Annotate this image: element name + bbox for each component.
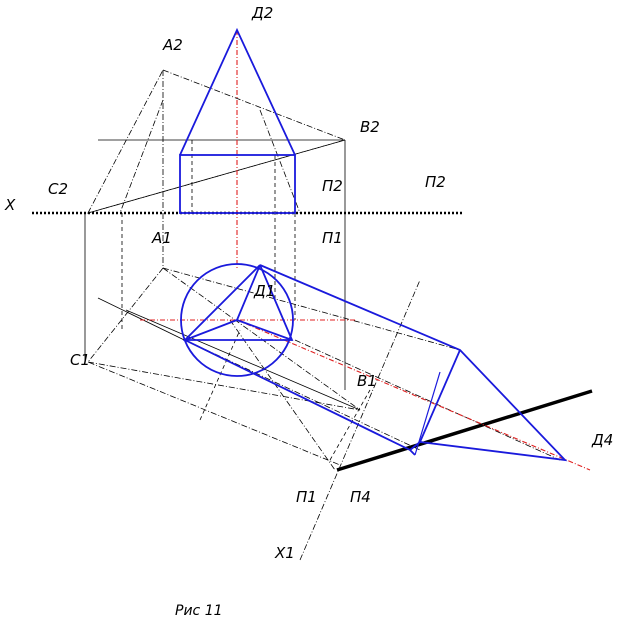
a1-b1-line xyxy=(162,267,361,411)
h-ray-8 xyxy=(329,389,371,461)
x1-axis-line xyxy=(299,279,421,561)
pyramid-top-edge-3 xyxy=(236,319,293,341)
label-p2-right: П2 xyxy=(425,173,446,191)
label-c2: C2 xyxy=(48,180,68,198)
pyramid-top-circle xyxy=(180,263,294,377)
diag-line-2 xyxy=(259,109,301,214)
c1-b1-line xyxy=(87,361,361,411)
pyramid-aux-outline xyxy=(184,339,416,456)
label-d1: Д1 xyxy=(253,282,275,300)
figure-caption: Рис 11 xyxy=(175,603,223,619)
triangle-a1b1c1 xyxy=(87,267,341,466)
h-ray-3 xyxy=(184,339,421,451)
label-b1: B1 xyxy=(357,372,377,390)
h-ray-2 xyxy=(125,309,361,411)
label-a1: A1 xyxy=(151,229,172,247)
label-p2-left: П2 xyxy=(322,177,343,195)
label-d2: Д2 xyxy=(251,4,273,22)
label-x: X xyxy=(4,196,16,214)
pyramid-front-base xyxy=(179,154,296,214)
diag-line-1 xyxy=(119,99,164,214)
p4-trace-line xyxy=(336,389,593,472)
label-p1-bottom: П1 xyxy=(296,488,317,506)
label-p1-top: П1 xyxy=(322,229,343,247)
h-ray-6 xyxy=(229,319,336,471)
pyramid-top-edge-2 xyxy=(184,319,238,341)
h-ray-7 xyxy=(199,329,241,421)
label-x1: X1 xyxy=(274,544,295,562)
triangle-a2b2c2 xyxy=(87,69,347,214)
pyramid-aux-body xyxy=(259,264,568,462)
label-d4: Д4 xyxy=(591,431,613,449)
pyramid-aux-edge-2 xyxy=(414,371,441,456)
label-a2: A2 xyxy=(162,36,183,54)
center-line-d1-d4 xyxy=(236,319,591,471)
h-ray-5 xyxy=(294,339,561,461)
label-p4: П4 xyxy=(350,488,371,506)
pyramid-top-base xyxy=(182,264,294,341)
pyramid-front-apex xyxy=(179,27,296,156)
pyramid-top-edge-1 xyxy=(236,264,261,321)
label-b2: B2 xyxy=(360,118,380,136)
label-c1: C1 xyxy=(70,351,90,369)
pyramid-aux-edge xyxy=(419,349,461,443)
a2-to-c2-line xyxy=(87,139,346,214)
a1-b1-line-2 xyxy=(162,267,461,351)
